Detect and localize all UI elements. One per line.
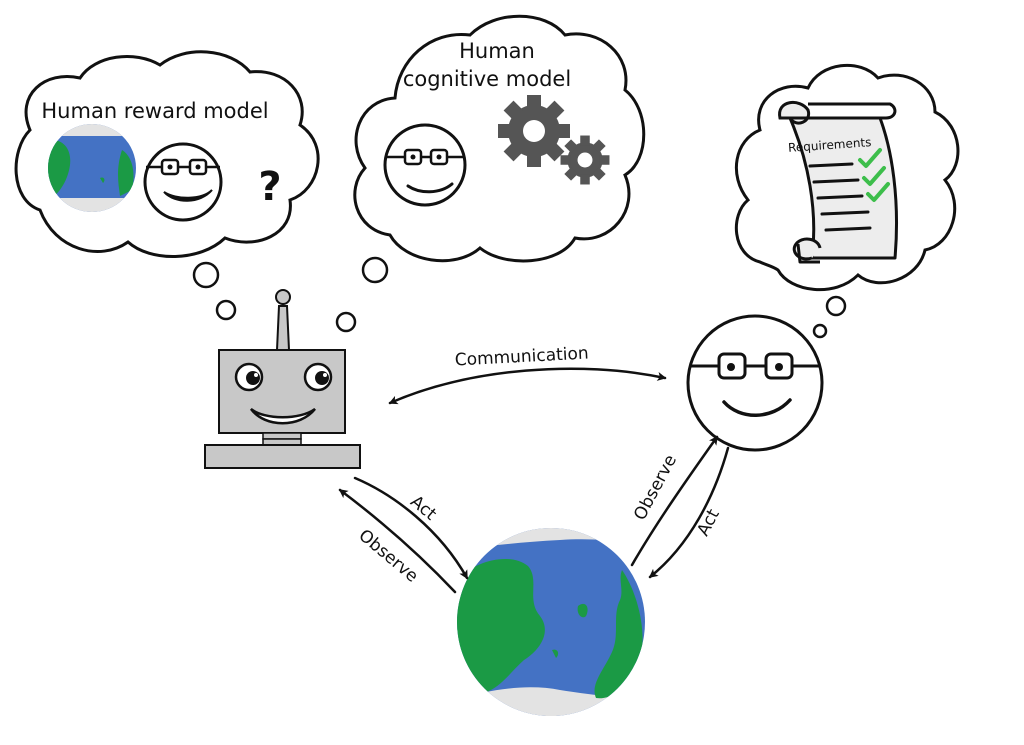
robot-act-label: Act	[406, 492, 440, 525]
robot-icon	[204, 289, 361, 469]
requirements-label: Requirements	[788, 135, 872, 155]
human-face-icon	[143, 142, 223, 222]
question-mark: ?	[258, 164, 281, 210]
human-observe-arrow: Observe	[630, 435, 719, 567]
thought-bubble-requirements: Requirements	[734, 63, 960, 292]
human-face-main-icon	[686, 314, 824, 452]
cognitive-model-label-line1: Human	[459, 39, 535, 63]
small-gear-icon	[560, 135, 610, 185]
requirements-scroll-icon: Requirements	[778, 101, 898, 264]
checkmark-icons	[858, 148, 890, 202]
human-observe-label: Observe	[630, 452, 681, 524]
reward-model-label: Human reward model	[41, 99, 268, 123]
thought-trail-right	[812, 295, 847, 339]
human-face-icon	[383, 123, 467, 207]
communication-label: Communication	[454, 344, 589, 371]
thought-trail-left	[192, 261, 237, 321]
robot-observe-arrow: Observe	[338, 488, 457, 594]
communication-arrow: Communication	[388, 344, 667, 405]
thought-bubble-reward-model: Human reward model ?	[14, 50, 320, 258]
human-act-label: Act	[693, 506, 724, 540]
robot-observe-label: Observe	[355, 526, 422, 587]
thought-trail-middle	[335, 256, 389, 333]
thought-bubble-cognitive-model: Human cognitive model	[353, 14, 646, 263]
cognitive-model-label-line2: cognitive model	[403, 67, 571, 91]
large-gear-icon	[498, 95, 570, 167]
earth-globe-icon	[457, 528, 645, 716]
